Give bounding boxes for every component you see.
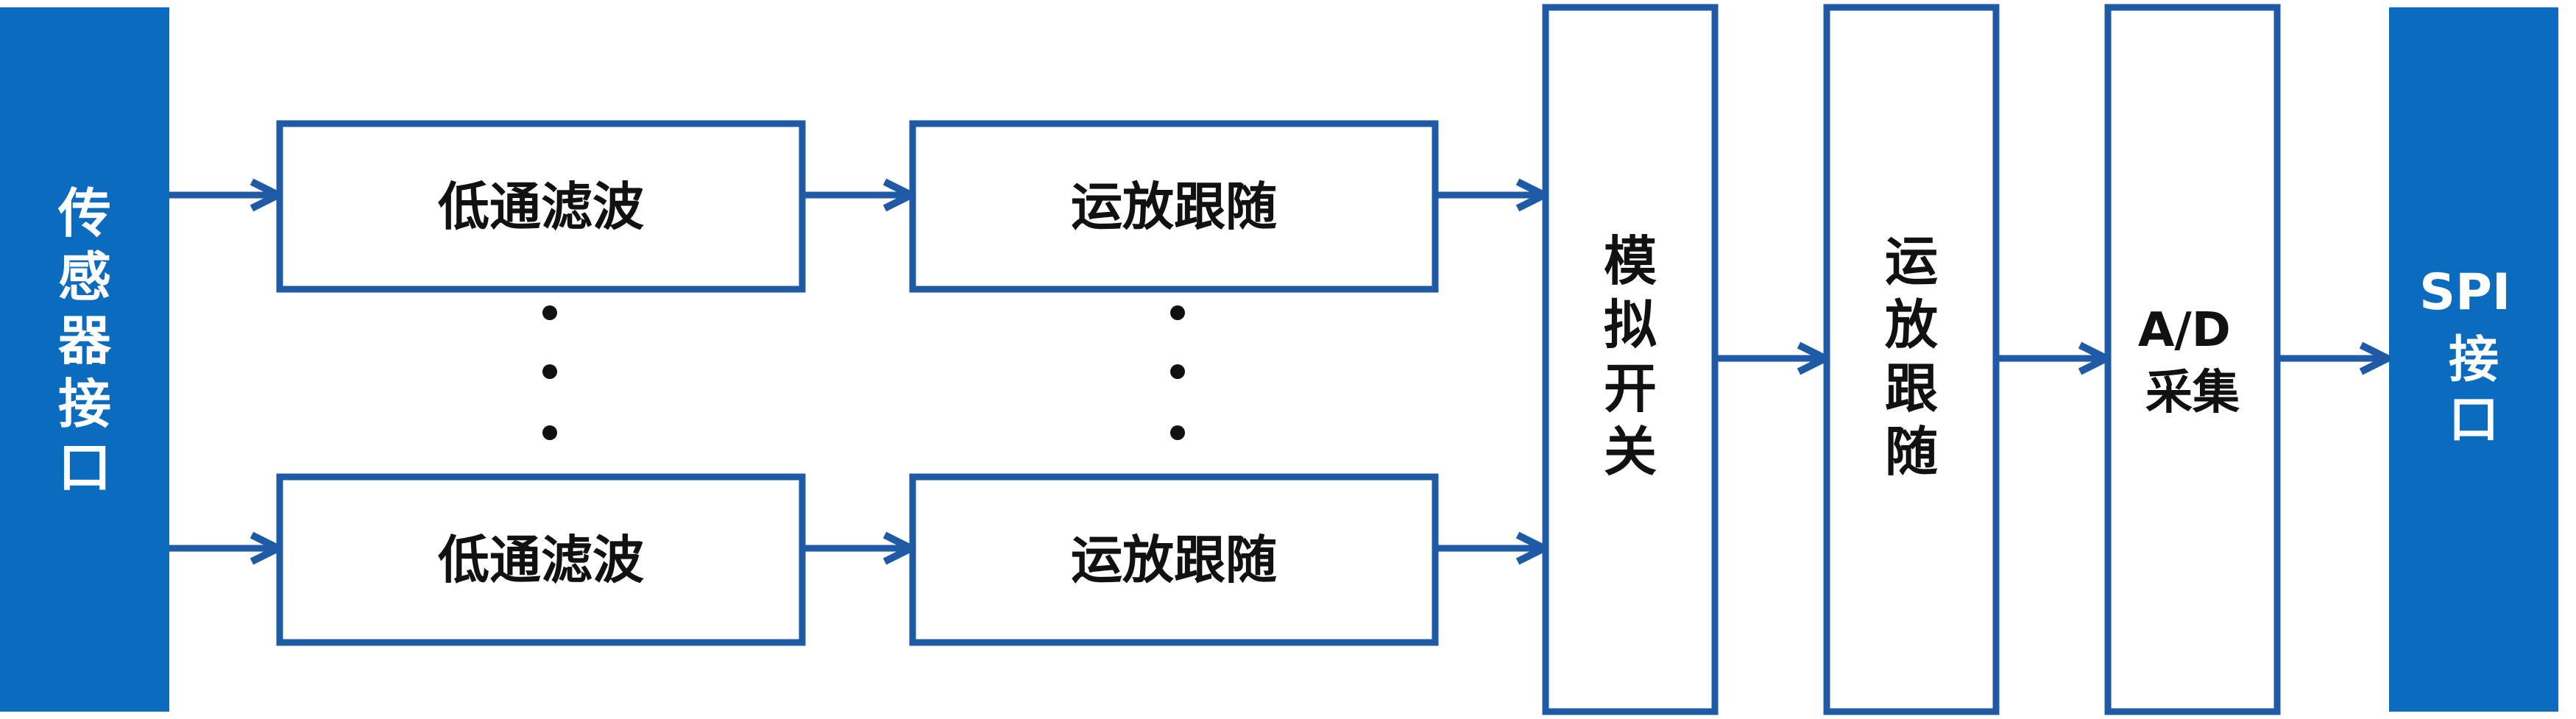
lowpass-filter-bottom-label: 低通滤波 bbox=[438, 530, 644, 590]
sensor-interface-label: 传感器接口 bbox=[57, 183, 112, 499]
opamp-follower-main-block: 运放跟随 bbox=[1823, 4, 2000, 715]
opamp-follower-top-label: 运放跟随 bbox=[1071, 177, 1277, 237]
lowpass-filter-top-label: 低通滤波 bbox=[438, 177, 644, 237]
spi-interface-block: SPI 接口 bbox=[2389, 7, 2558, 712]
channel-ellipsis-left bbox=[542, 305, 557, 440]
connection-arrows bbox=[169, 195, 2388, 548]
opamp-follower-bottom-block: 运放跟随 bbox=[909, 473, 1439, 646]
opamp-follower-main-label: 运放跟随 bbox=[1885, 230, 1938, 483]
ad-acquisition-label: A/D 采集 bbox=[2138, 303, 2247, 420]
analog-switch-label: 模拟开关 bbox=[1604, 230, 1657, 483]
opamp-follower-top-block: 运放跟随 bbox=[909, 120, 1439, 293]
lowpass-filter-top-block: 低通滤波 bbox=[276, 120, 806, 293]
analog-switch-block: 模拟开关 bbox=[1542, 4, 1719, 715]
ad-acquisition-block: A/D 采集 bbox=[2104, 4, 2281, 715]
lowpass-filter-bottom-block: 低通滤波 bbox=[276, 473, 806, 646]
sensor-interface-block: 传感器接口 bbox=[0, 7, 169, 712]
opamp-follower-bottom-label: 运放跟随 bbox=[1071, 530, 1277, 590]
channel-ellipsis-right bbox=[1170, 305, 1185, 440]
spi-interface-label: SPI 接口 bbox=[2419, 263, 2528, 450]
